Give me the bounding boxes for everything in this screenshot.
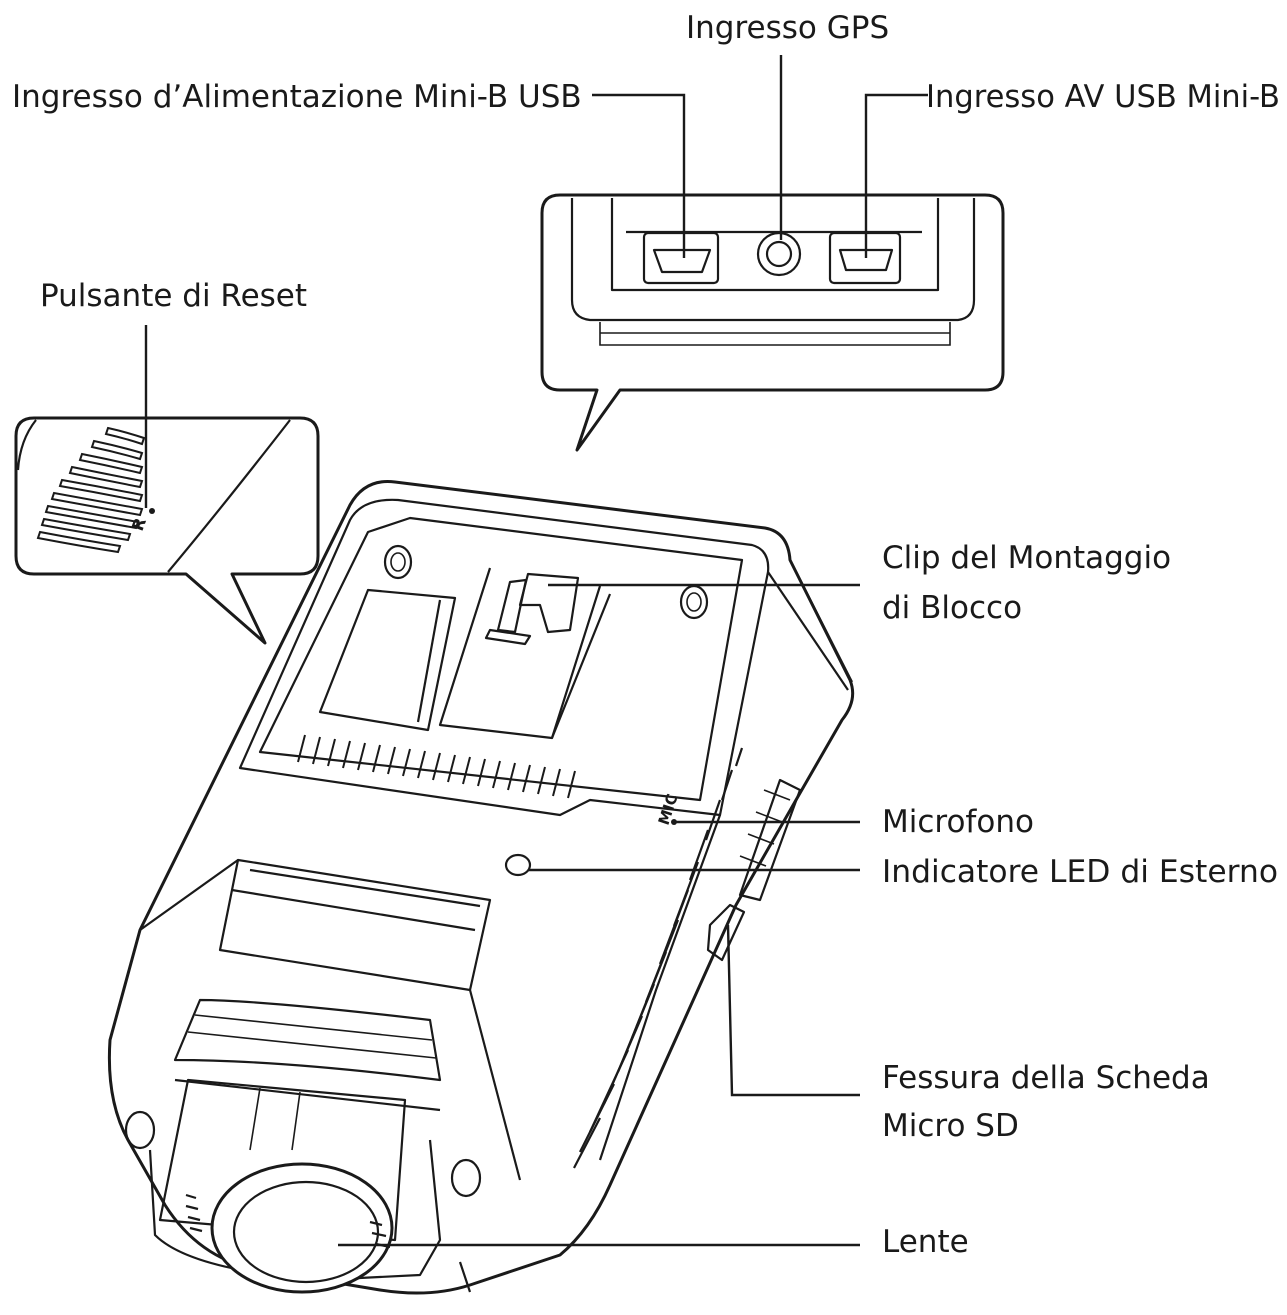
dashcam-body: MIC (107, 479, 855, 1295)
ports-callout (540, 193, 1005, 452)
leader-av (864, 93, 928, 258)
label-clip-line2: di Blocco (882, 590, 1022, 626)
reset-letter: R (128, 515, 150, 533)
label-microphone: Microfono (882, 804, 1034, 840)
label-reset-button: Pulsante di Reset (40, 278, 307, 314)
micro-sd-slot (706, 778, 802, 962)
leader-sd (726, 924, 860, 1097)
label-clip-line1: Clip del Montaggio (882, 540, 1171, 576)
label-sd-line2: Micro SD (882, 1108, 1019, 1144)
labels: Ingresso GPS Ingresso d’Alimentazione Mi… (12, 10, 1280, 1260)
lens (210, 1162, 394, 1294)
label-av-input: Ingresso AV USB Mini-B (926, 79, 1280, 115)
label-sd-line1: Fessura della Scheda (882, 1060, 1210, 1096)
label-gps-input: Ingresso GPS (686, 10, 889, 46)
top-vent-slots (297, 734, 576, 799)
reset-vent-slots (36, 426, 146, 554)
locking-clip (484, 572, 580, 646)
label-power-input: Ingresso d’Alimentazione Mini-B USB (12, 79, 582, 115)
mount-screw-holes (383, 544, 709, 620)
side-vent-slots (573, 747, 744, 1169)
gps-port (756, 231, 802, 277)
reset-button-hole (149, 508, 155, 514)
leader-power (592, 93, 686, 258)
label-led-indicator: Indicatore LED di Esterno (882, 854, 1278, 890)
microphone-hole (671, 819, 677, 825)
reset-callout: R (14, 416, 320, 645)
leader-lines (144, 55, 928, 1247)
mini-usb-power-port (642, 231, 720, 285)
led-indicator (504, 853, 532, 877)
label-lens: Lente (882, 1224, 969, 1260)
